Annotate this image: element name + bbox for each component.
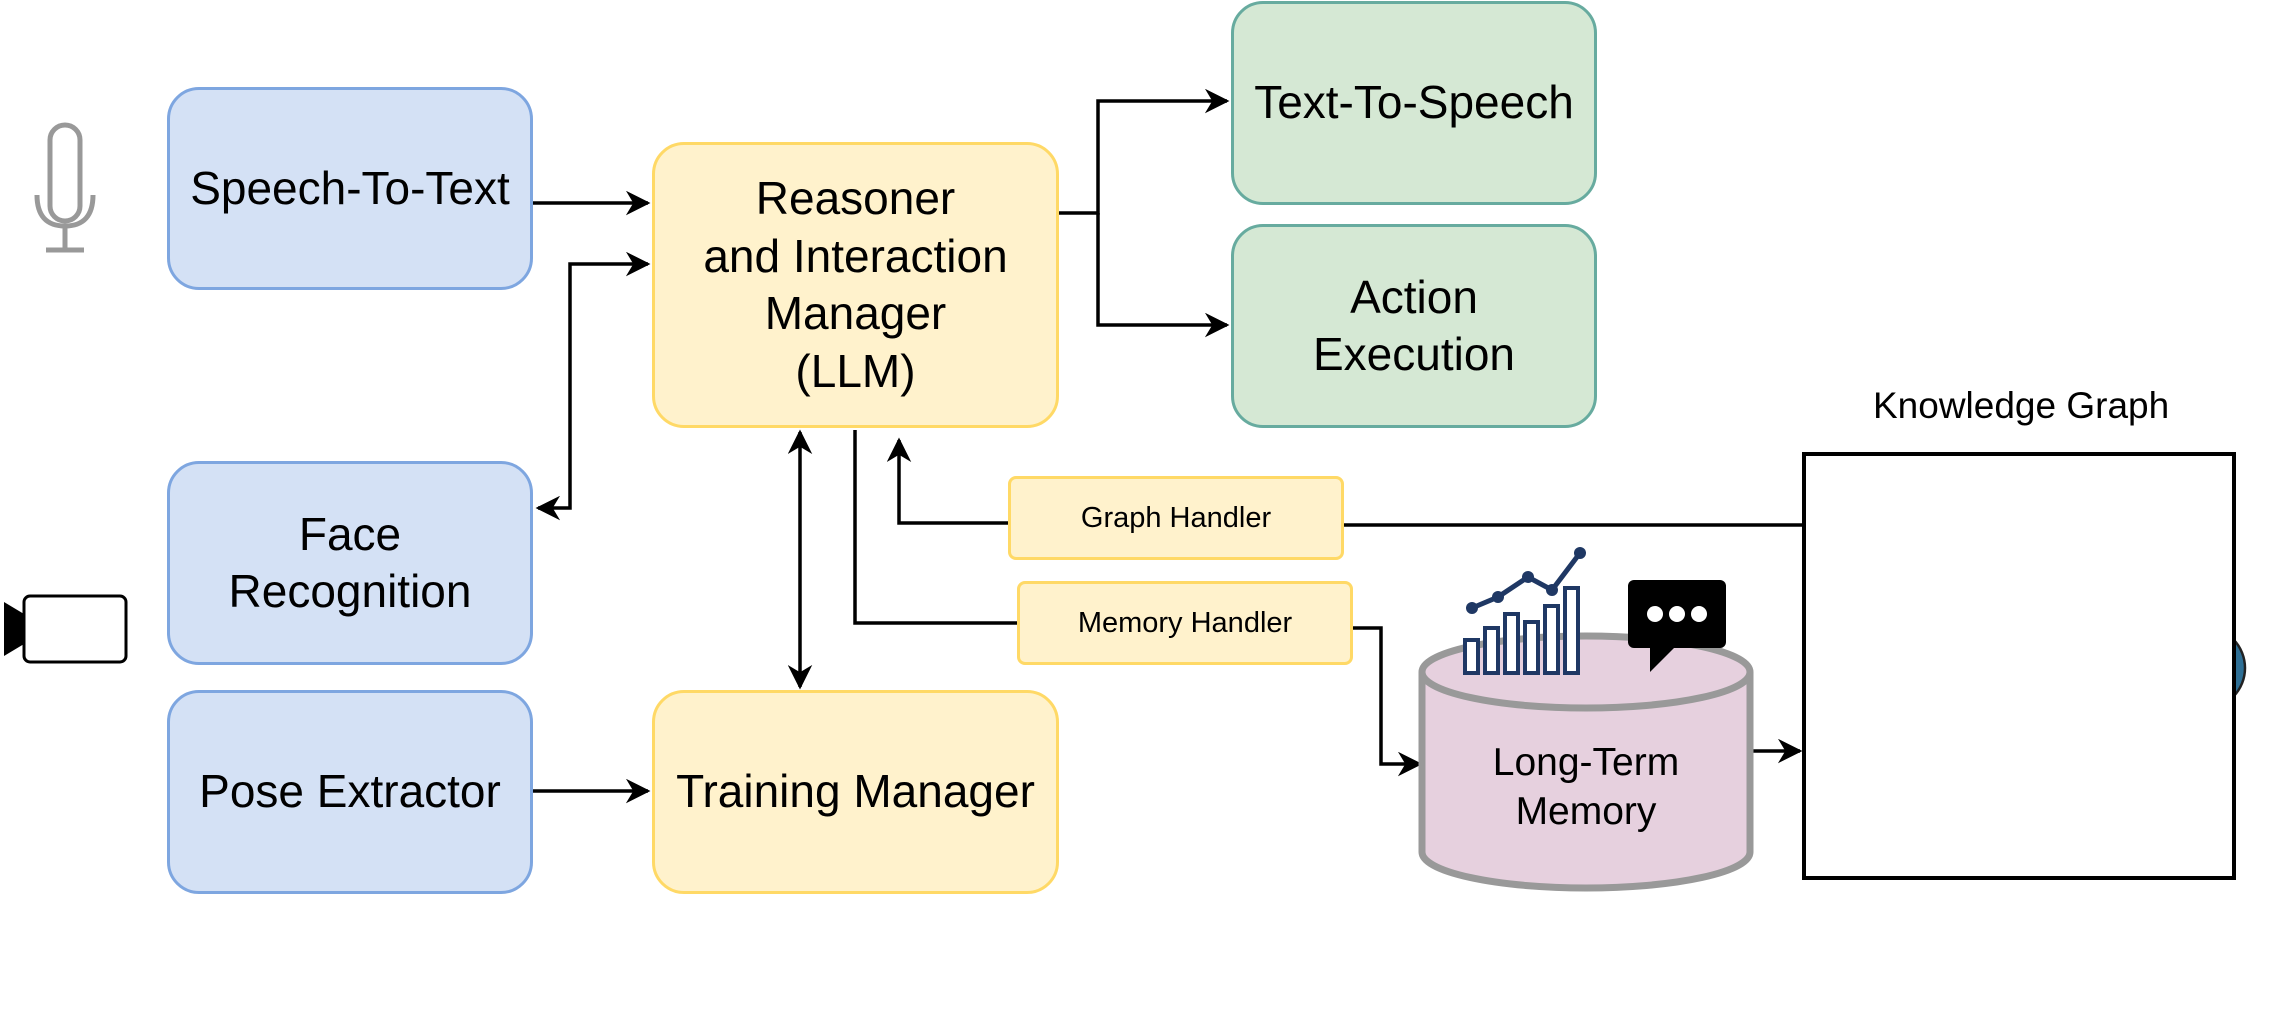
edge-face-reasoner xyxy=(535,251,651,521)
chart-icon xyxy=(1463,547,1586,675)
knowledge-graph-title: Knowledge Graph xyxy=(1873,385,2170,426)
edge-graph-handler-reasoner xyxy=(886,437,1008,525)
action-execution-label: Action Execution xyxy=(1312,270,1515,381)
microphone-icon xyxy=(34,122,96,253)
edge-memory-handler-ltm xyxy=(1350,626,1423,777)
graph-handler-label: Graph Handler xyxy=(1080,501,1272,534)
reasoner-box: Reasoner and Interaction Manager (LLM) xyxy=(652,142,1059,428)
pose-extractor-box: Pose Extractor xyxy=(167,690,533,894)
face-recognition-box: Face Recognition xyxy=(167,461,533,665)
edge-reasoner-memory-handler xyxy=(853,430,1017,625)
memory-handler-label: Memory Handler xyxy=(1077,606,1293,639)
memory-handler-box: Memory Handler xyxy=(1017,581,1353,665)
chat-bubble-icon xyxy=(1628,580,1726,672)
edge-reasoner-action xyxy=(1096,213,1230,338)
speech-to-text-label: Speech-To-Text xyxy=(190,161,510,214)
training-manager-box: Training Manager xyxy=(652,690,1059,894)
long-term-memory-label: Long-Term Memory xyxy=(1492,741,1680,833)
speech-to-text-box: Speech-To-Text xyxy=(167,87,533,290)
text-to-speech-box: Text-To-Speech xyxy=(1231,1,1597,205)
training-manager-label: Training Manager xyxy=(676,765,1035,818)
reasoner-label: Reasoner and Interaction Manager (LLM) xyxy=(703,172,1008,397)
edge-reasoner-tts xyxy=(1058,88,1230,215)
text-to-speech-label: Text-To-Speech xyxy=(1254,76,1574,129)
graph-handler-box: Graph Handler xyxy=(1008,476,1344,560)
knowledge-graph-frame xyxy=(1802,452,2236,880)
pose-extractor-label: Pose Extractor xyxy=(199,765,501,818)
face-recognition-label: Face Recognition xyxy=(228,507,472,618)
long-term-memory-box: Long-Term Memory xyxy=(1422,728,1750,848)
camera-icon xyxy=(4,594,128,664)
action-execution-box: Action Execution xyxy=(1231,224,1597,428)
